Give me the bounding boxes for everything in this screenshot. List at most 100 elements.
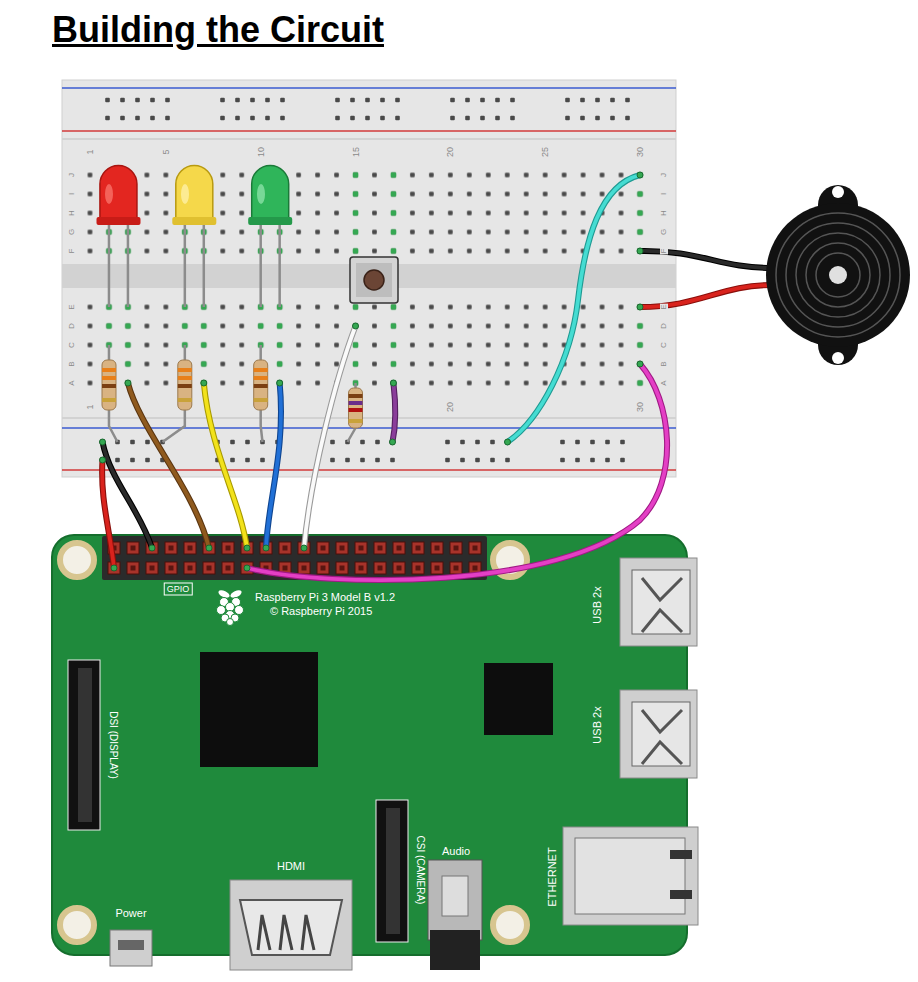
row-letter: G [68,228,76,236]
hdmi-port [258,915,314,950]
row-letter: H [660,209,668,217]
jumper-wire [508,175,641,442]
wire-end [637,172,643,178]
ethernet-port [670,850,692,859]
usb-port [642,710,682,764]
row-letter: B [68,360,76,367]
resistor-symbol [178,368,192,372]
ribbon-connector [68,660,100,830]
column-number: 25 [541,146,550,158]
ribbon-connector [78,668,92,822]
resistor-symbol [102,384,116,388]
wire-end [505,439,511,445]
row-letter: I [68,192,76,196]
resistor-symbol [102,368,116,372]
wire-end [390,439,396,445]
port-label: Audio [442,846,470,857]
resistor-symbol [349,388,363,428]
raspberry-pi-board [52,535,687,955]
piezo-buzzer [776,213,900,337]
wire-end [244,545,250,551]
raspberry-pi-board [484,663,553,735]
raspberry-logo [227,619,234,626]
jumper-wire [128,383,209,548]
header-label: GPIO [164,583,193,596]
resistor-symbol [254,398,268,402]
led [248,217,292,225]
row-letter: H [68,209,76,217]
wire-end [201,380,207,386]
jumper-wire [204,383,247,548]
usb-port [632,702,690,766]
copyright-note: © Raspberry Pi 2015 [270,606,372,617]
resistor-symbol [349,408,363,412]
usb-port [620,558,697,646]
resistor-symbol [349,401,363,405]
connected-holes [384,298,403,393]
usb-port [620,690,697,778]
led [261,222,280,307]
port-label: HDMI [277,861,305,872]
resistor-symbol [254,368,268,372]
raspberry-logo [235,606,244,615]
resistor-symbol [254,384,268,388]
column-number: 1 [86,148,95,155]
piezo-buzzer [816,253,860,297]
jumper-wire [304,326,356,548]
ethernet-port [563,827,698,925]
breadboard [62,80,676,477]
breadboard [62,80,676,477]
wire-end [125,380,131,386]
ethernet-port [575,838,685,914]
connected-holes [631,298,650,393]
piezo-buzzer [786,223,890,327]
led [97,217,141,225]
jumper-wire [393,383,396,442]
raspberry-logo [217,606,226,615]
wire-end [390,380,396,386]
hdmi-port [230,880,352,970]
row-letter: I [660,192,668,196]
row-letter: C [68,341,76,349]
usb-port [620,558,697,778]
audio-jack [428,860,482,940]
row-letter: D [68,322,76,330]
jumper-wire [266,383,281,548]
jumper-wire [247,364,667,580]
resistor-symbol [102,360,116,410]
resistor-symbol [178,398,192,402]
row-letter: E [660,303,668,310]
column-number: 30 [636,146,645,158]
row-letter: F [660,248,668,255]
wire-end [637,248,643,254]
piezo-buzzer [766,203,910,347]
row-letter: A [660,379,668,386]
led [97,166,293,308]
breadboard [62,427,676,429]
row-letter: J [660,172,668,178]
jumper-wire [393,383,396,442]
audio-jack [430,930,480,970]
column-number: 1 [86,403,95,410]
led [185,222,204,307]
resistor-symbol [102,376,116,380]
resistor-symbol [178,384,192,388]
resistor-symbol [349,394,363,398]
piezo-buzzer [796,233,880,317]
connected-holes [194,298,213,393]
piezo-buzzer [766,185,910,365]
breadboard [62,130,676,132]
port-label: DSI (DISPLAY) [108,711,118,779]
raspberry-pi-board [60,543,94,577]
breadboard [81,298,650,393]
resistor-symbol [349,419,363,423]
resistor-symbol [178,360,192,410]
raspberry-pi-board [200,652,318,767]
led [257,184,265,204]
port-label: Power [115,908,146,919]
ribbon-connector [376,800,408,942]
jumper-wire [508,175,641,442]
port-label: ETHERNET [547,847,558,906]
led [105,184,113,204]
raspberry-pi-board [60,908,94,942]
